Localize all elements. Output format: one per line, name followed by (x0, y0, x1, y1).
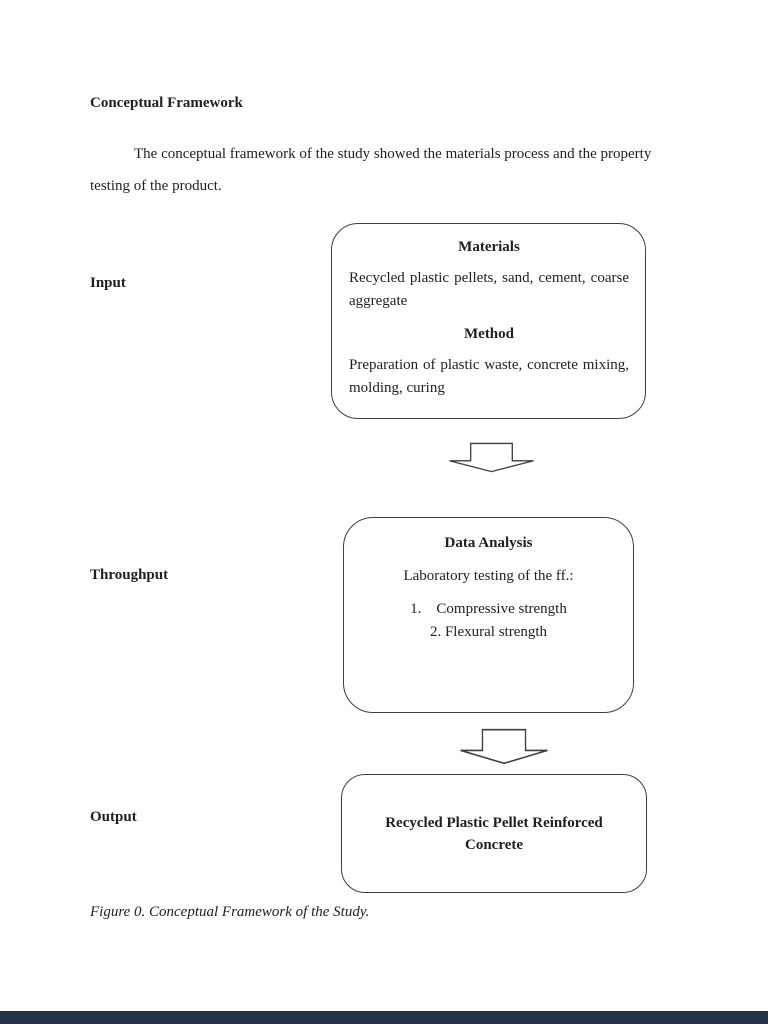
method-body: Preparation of plastic waste, concrete m… (349, 357, 629, 396)
input-box: Materials Recycled plastic pellets, sand… (331, 223, 646, 419)
down-arrow-icon (460, 728, 548, 765)
viewer-bottom-bar (0, 1011, 768, 1024)
output-box: Recycled Plastic Pellet Reinforced Concr… (341, 774, 647, 893)
list-item: 2. Flexural strength (429, 624, 548, 640)
output-title-line1: Recycled Plastic Pellet Reinforced (385, 814, 603, 831)
data-analysis-title: Data Analysis (444, 535, 533, 551)
materials-body: Recycled plastic pellets, sand, cement, … (349, 270, 629, 309)
figure-caption: Figure 0. Conceptual Framework of the St… (90, 904, 370, 920)
throughput-box: Data Analysis Laboratory testing of the … (343, 517, 634, 713)
stage-label-throughput: Throughput (90, 567, 169, 583)
list-item: 1. Compressive strength (410, 601, 567, 617)
stage-label-output: Output (90, 809, 137, 825)
stage-label-input: Input (90, 275, 126, 291)
materials-title: Materials (458, 239, 520, 255)
method-title: Method (464, 326, 514, 342)
section-heading: Conceptual Framework (90, 95, 243, 111)
output-title-line2: Concrete (464, 836, 524, 853)
data-analysis-subtitle: Laboratory testing of the ff.: (403, 568, 574, 584)
down-arrow-icon (449, 442, 534, 473)
intro-paragraph: The conceptual framework of the study sh… (90, 146, 652, 194)
